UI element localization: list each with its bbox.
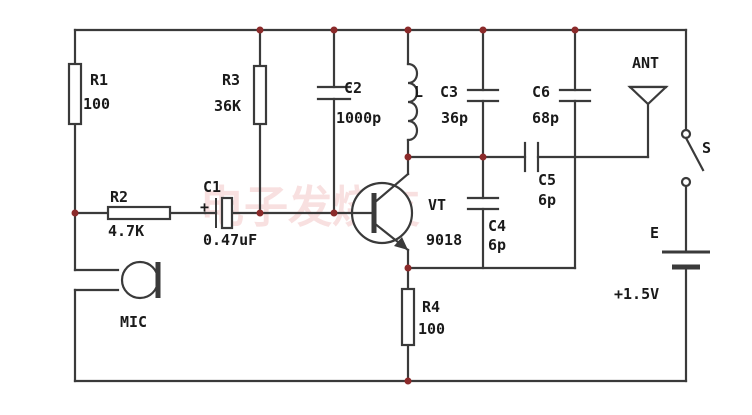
antenna-icon: ANT bbox=[627, 54, 669, 106]
c1-name: C1 bbox=[203, 178, 221, 196]
transistor-value: 9018 bbox=[426, 231, 462, 249]
transistor-vt: VT 9018 bbox=[350, 172, 462, 252]
c4-value: 6p bbox=[488, 236, 506, 254]
c3-value: 36p bbox=[441, 109, 468, 127]
junction-dots bbox=[71, 26, 579, 385]
c2-name: C2 bbox=[344, 79, 362, 97]
inductor-name: L bbox=[414, 83, 423, 101]
resistor-r3: R3 36K bbox=[214, 64, 268, 126]
r3-value: 36K bbox=[214, 97, 241, 115]
mic-name: MIC bbox=[120, 313, 147, 331]
capacitor-c5: C5 6p bbox=[523, 141, 556, 209]
capacitor-c4: C4 6p bbox=[466, 196, 506, 254]
battery-name: E bbox=[650, 224, 659, 242]
c6-name: C6 bbox=[532, 83, 550, 101]
c4-name: C4 bbox=[488, 217, 506, 235]
r1-name: R1 bbox=[90, 71, 108, 89]
c1-value: 0.47uF bbox=[203, 231, 257, 249]
switch-name: S bbox=[702, 139, 711, 157]
c1-polarity: + bbox=[200, 198, 209, 216]
capacitor-c1: C1 + 0.47uF bbox=[200, 178, 257, 249]
resistor-r4: R4 100 bbox=[400, 287, 445, 347]
r4-name: R4 bbox=[422, 298, 440, 316]
switch-icon: S bbox=[680, 128, 711, 188]
c5-value: 6p bbox=[538, 191, 556, 209]
wires bbox=[73, 28, 688, 383]
battery-value: +1.5V bbox=[614, 285, 659, 303]
capacitor-c6: C6 68p bbox=[532, 83, 592, 127]
capacitor-c2: C2 1000p bbox=[316, 79, 381, 127]
c6-value: 68p bbox=[532, 109, 559, 127]
microphone-icon: MIC bbox=[120, 260, 161, 331]
inductor-l: L bbox=[406, 62, 423, 142]
r2-name: R2 bbox=[110, 188, 128, 206]
c5-name: C5 bbox=[538, 171, 556, 189]
r2-value: 4.7K bbox=[108, 222, 144, 240]
r3-name: R3 bbox=[222, 71, 240, 89]
transistor-name: VT bbox=[428, 196, 446, 214]
capacitor-c3: C3 36p bbox=[440, 83, 500, 127]
c3-name: C3 bbox=[440, 83, 458, 101]
r1-value: 100 bbox=[83, 95, 110, 113]
resistor-r2: R2 4.7K bbox=[106, 188, 172, 240]
resistor-r1: R1 100 bbox=[67, 62, 110, 126]
c2-value: 1000p bbox=[336, 109, 381, 127]
antenna-name: ANT bbox=[632, 54, 659, 72]
r4-value: 100 bbox=[418, 320, 445, 338]
battery-icon: E +1.5V bbox=[614, 224, 710, 303]
